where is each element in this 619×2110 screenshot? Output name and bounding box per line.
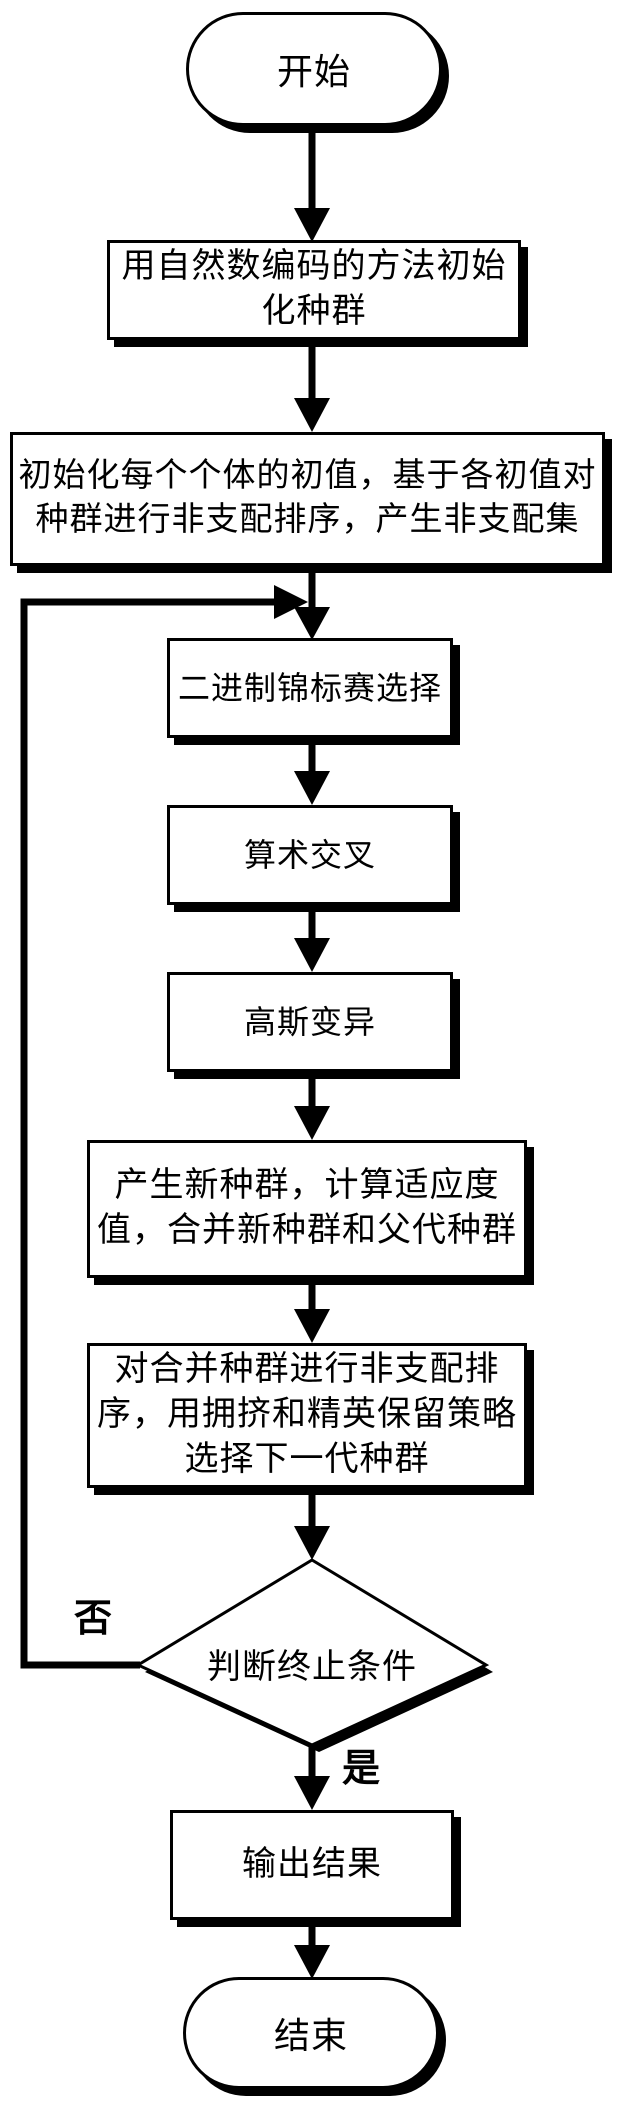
arrowhead-select-next-to-decision: [294, 1526, 330, 1560]
arrowhead-new-population-to-select-next: [294, 1309, 330, 1343]
gaussian-mutation-label: 高斯变异: [243, 1003, 376, 1040]
init-values-line-2: 种群进行非支配排序，产生非支配集: [35, 502, 580, 538]
output-result-label: 输出结果: [242, 1845, 382, 1883]
start-terminator: 开始: [186, 12, 442, 126]
arrowhead-init-population-to-init-values: [294, 398, 330, 432]
init-population-line-1: 用自然数编码的方法初始: [121, 248, 507, 286]
new-population-step: 产生新种群，计算适应度 值，合并新种群和父代种群: [87, 1140, 527, 1278]
arrowhead-init-values-to-tournament: [294, 607, 330, 640]
output-result-step: 输出结果: [170, 1810, 454, 1920]
arithmetic-crossover-step: 算术交叉: [167, 805, 453, 905]
arrowhead-crossover-to-mutation: [294, 938, 330, 972]
init-population-line-2: 化种群: [261, 293, 367, 330]
select-next-generation-step: 对合并种群进行非支配排 序，用拥挤和精英保留策略 选择下一代种群: [87, 1343, 527, 1488]
arrowhead-start-to-init-population: [294, 208, 330, 242]
arrowhead-output-to-end: [294, 1945, 330, 1979]
start-label: 开始: [276, 52, 351, 92]
loop-no-branch-line: [20, 598, 274, 1669]
end-terminator: 结束: [183, 1977, 439, 2089]
no-branch-label: 否: [74, 1598, 113, 1640]
init-values-line-1: 初始化每个个体的初值，基于各初值对: [18, 458, 597, 495]
termination-decision-text: 判断终止条件: [207, 1648, 417, 1686]
tournament-selection-step: 二进制锦标赛选择: [167, 638, 453, 738]
init-population-step: 用自然数编码的方法初始 化种群: [107, 240, 521, 340]
arrowhead-tournament-to-crossover: [294, 771, 330, 805]
select-next-line-3: 选择下一代种群: [184, 1440, 430, 1478]
arrowhead-mutation-to-new-population: [294, 1106, 330, 1140]
init-values-step: 初始化每个个体的初值，基于各初值对 种群进行非支配排序，产生非支配集: [10, 432, 605, 566]
end-label: 结束: [273, 2016, 348, 2056]
arrowhead-loop-junction: [274, 585, 308, 619]
termination-decision-label: 判断终止条件: [162, 1628, 462, 1698]
select-next-line-2: 序，用拥挤和精英保留策略: [97, 1396, 517, 1434]
yes-branch-label: 是: [342, 1748, 381, 1790]
gaussian-mutation-step: 高斯变异: [167, 972, 453, 1072]
arrowhead-decision-to-output: [294, 1776, 330, 1810]
select-next-line-1: 对合并种群进行非支配排: [114, 1351, 500, 1389]
tournament-selection-label: 二进制锦标赛选择: [177, 669, 442, 706]
new-population-line-1: 产生新种群，计算适应度: [114, 1167, 500, 1205]
new-population-line-2: 值，合并新种群和父代种群: [97, 1212, 517, 1249]
arithmetic-crossover-label: 算术交叉: [243, 836, 376, 873]
